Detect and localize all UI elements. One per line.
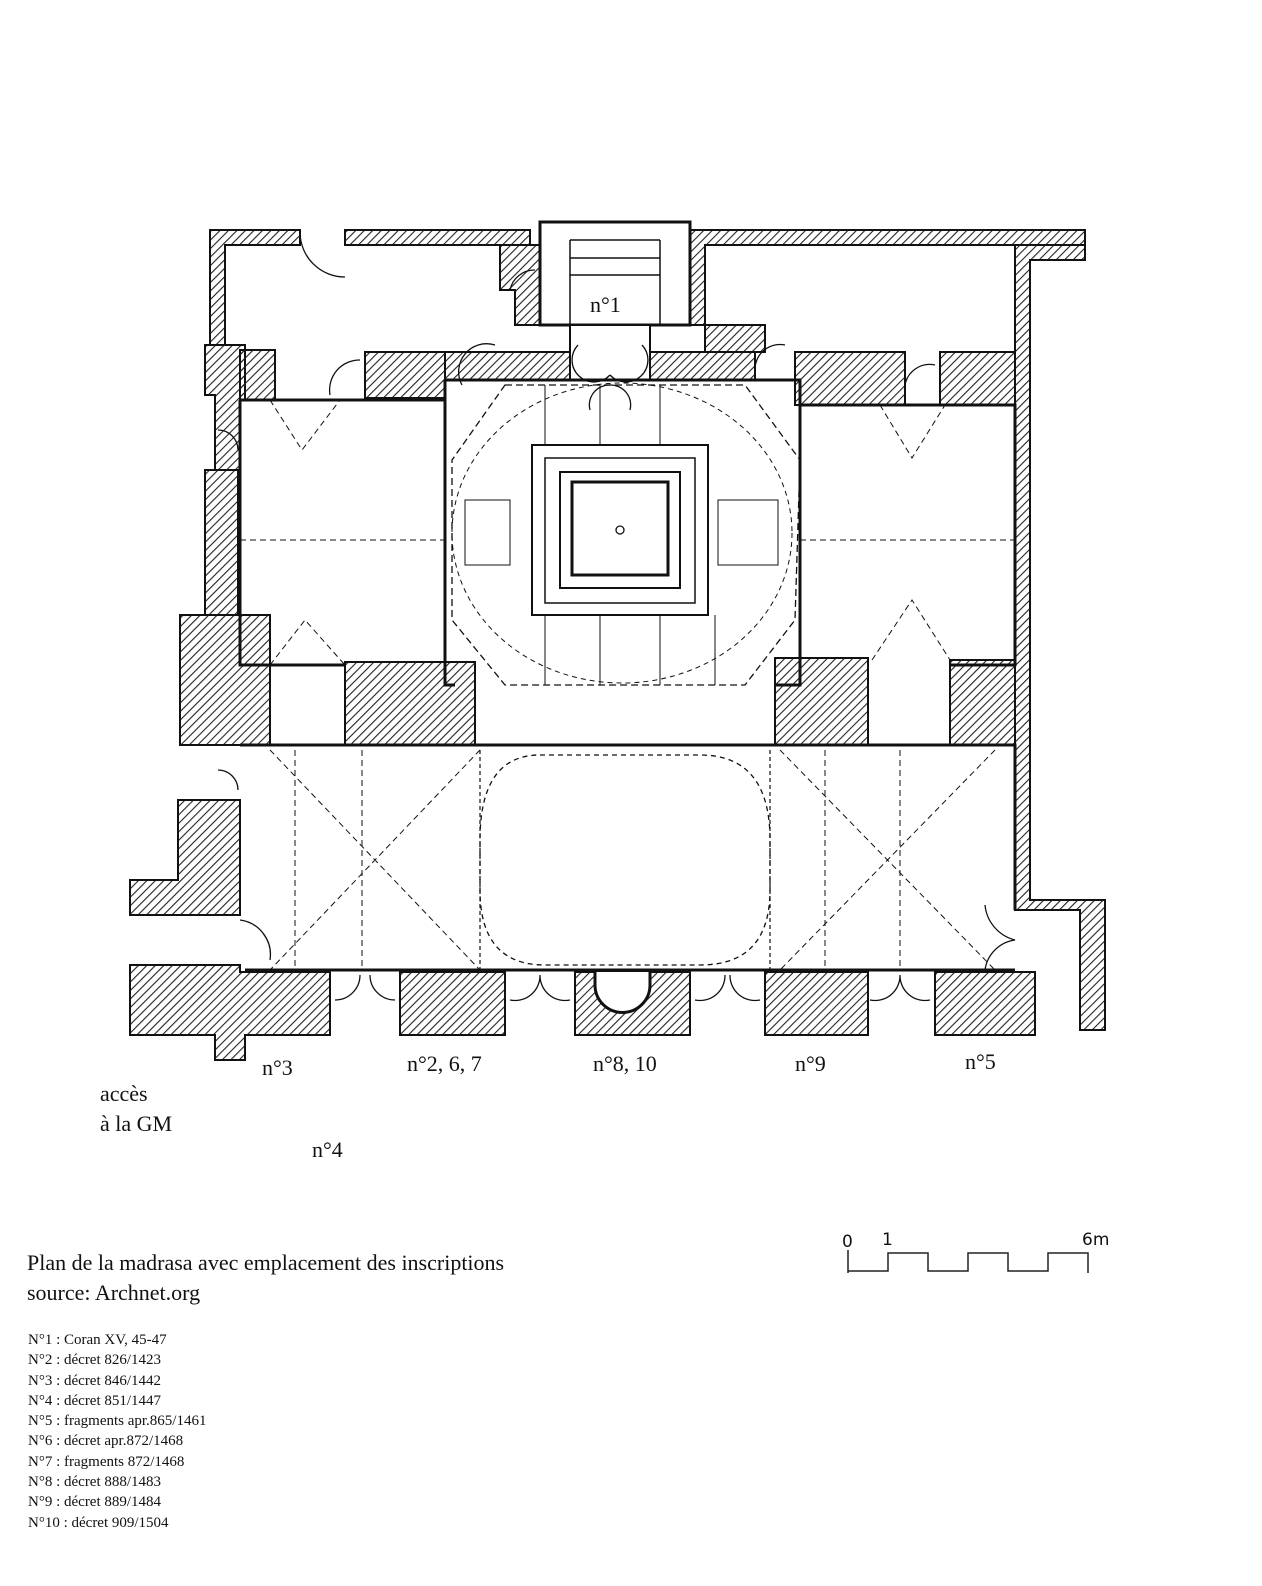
legend-item: N°2 : décret 826/1423 [28,1352,162,1369]
label-n1: n°1 [590,292,621,317]
legend-item: N°9 : décret 889/1484 [28,1494,162,1511]
label-n9: n°9 [795,1051,826,1076]
legend-item: N°7 : fragments 872/1468 [28,1453,185,1470]
legend-item: N°5 : fragments apr.865/1461 [28,1413,207,1430]
rooms [217,231,1017,1002]
scale-label-1: 1 [882,1230,893,1250]
entrance-vestibule [538,220,692,381]
inscription-legend: N°1 : Coran XV, 45-47 N°2 : décret 826/1… [28,1330,206,1533]
legend-item: N°8 : décret 888/1483 [28,1474,162,1491]
legend-item: N°3 : décret 846/1442 [28,1372,162,1389]
label-n8-10: n°8, 10 [593,1051,657,1076]
caption-title: Plan de la madrasa avec emplacement des … [27,1250,505,1275]
walls [129,229,1106,1061]
caption-source: source: Archnet.org [27,1280,201,1305]
floor-plan [129,220,1106,1061]
legend-item: N°1 : Coran XV, 45-47 [28,1332,167,1348]
label-n5: n°5 [965,1049,996,1074]
scale-bar [847,1250,1089,1273]
label-n4: n°4 [312,1137,343,1162]
scale-label-6m: 6m [1082,1230,1110,1250]
label-n3: n°3 [262,1055,293,1080]
legend-item: N°4 : décret 851/1447 [28,1392,162,1409]
label-acces: accès [100,1081,148,1106]
label-a-la-gm: à la GM [100,1111,173,1136]
legend-item: N°6 : décret apr.872/1468 [28,1433,184,1450]
scale-label-0: 0 [842,1232,853,1252]
label-n2-6-7: n°2, 6, 7 [407,1051,482,1076]
mihrab-niche [593,972,652,1014]
legend-item: N°10 : décret 909/1504 [28,1514,169,1531]
